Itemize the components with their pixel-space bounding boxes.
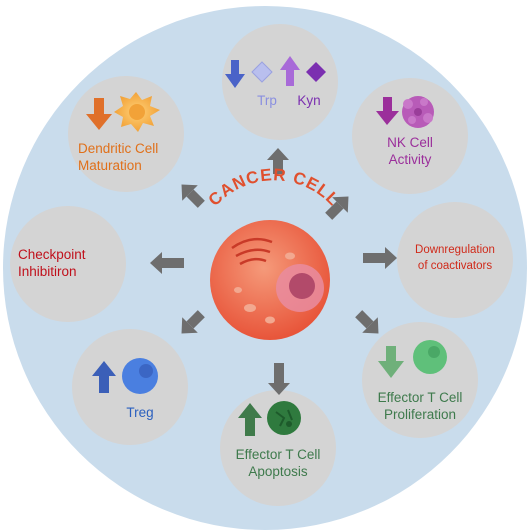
t-cell-icon	[413, 340, 447, 374]
connector-arrows	[150, 148, 397, 395]
node-circle-checkpoint	[10, 206, 126, 322]
nk-label-line-1: NK Cell	[387, 135, 433, 150]
node-circle-dendritic	[68, 76, 184, 192]
effector-prolif-label: Effector T Cell Proliferation	[366, 389, 474, 423]
treg-label: Treg	[126, 405, 154, 420]
effector-apop-line-1: Effector T Cell	[235, 447, 321, 462]
diamond-icon	[306, 62, 326, 82]
connector-arrow-up	[267, 148, 289, 174]
connector-arrow-down	[268, 363, 290, 395]
treg-cell-icon	[122, 358, 158, 394]
connector-arrow-right	[363, 247, 397, 269]
node-circle-trp-kyn	[222, 24, 338, 140]
kyn-label: Kyn	[297, 93, 321, 108]
effector-prolif-line-1: Effector T Cell	[377, 390, 463, 405]
down-arrow-icon	[225, 60, 245, 88]
connector-arrow-upper-right	[325, 196, 349, 220]
nk-label: NK Cell Activity	[362, 134, 458, 168]
coactivators-label-line-2: of coactivators	[417, 260, 493, 272]
connector-arrow-lower-right	[355, 310, 379, 334]
effector-apop-label: Effector T Cell Apoptosis	[224, 446, 332, 480]
cancer-cell-icon	[210, 220, 330, 340]
up-arrow-icon	[238, 403, 262, 436]
effector-prolif-icons	[378, 340, 447, 378]
effector-apop-line-2: Apoptosis	[248, 464, 308, 479]
trp-kyn-icons	[225, 56, 326, 88]
treg-icons	[92, 358, 158, 394]
node-circle-nk	[352, 78, 468, 194]
connector-arrow-upper-left	[181, 184, 205, 208]
dendritic-line-1: Dendritic Cell	[78, 141, 159, 156]
dendritic-icons	[86, 92, 160, 132]
connector-arrow-left	[150, 252, 184, 274]
apoptotic-t-cell-icon	[267, 401, 301, 435]
dendritic-line-2: Maturation	[78, 158, 142, 173]
connector-arrow-lower-left	[181, 310, 205, 334]
diamond-icon	[251, 61, 273, 83]
down-arrow-icon	[378, 346, 404, 378]
coactivators-label: Downregulation of coactivators	[402, 242, 508, 274]
effector-apop-icons	[238, 401, 301, 436]
effector-prolif-line-2: Proliferation	[383, 407, 457, 422]
checkpoint-line-2: Inhibitiron	[18, 264, 77, 279]
up-arrow-icon	[92, 361, 116, 393]
down-arrow-icon	[86, 98, 112, 130]
nk-icons	[376, 96, 434, 128]
trp-label: Trp	[257, 93, 277, 108]
nk-cell-icon	[402, 96, 434, 128]
up-arrow-icon	[280, 56, 300, 86]
dendritic-cell-icon	[114, 92, 160, 132]
node-circle-coactivators	[397, 202, 513, 318]
coactivators-label-line-1: Downregulation	[415, 244, 495, 256]
nk-label-line-2: Activity	[388, 152, 432, 167]
checkpoint-line-1: Checkpoint	[18, 247, 86, 262]
dendritic-label: Dendritic Cell Maturation	[78, 140, 182, 174]
checkpoint-label: Checkpoint Inhibitiron	[18, 246, 118, 280]
down-arrow-icon	[376, 97, 399, 125]
